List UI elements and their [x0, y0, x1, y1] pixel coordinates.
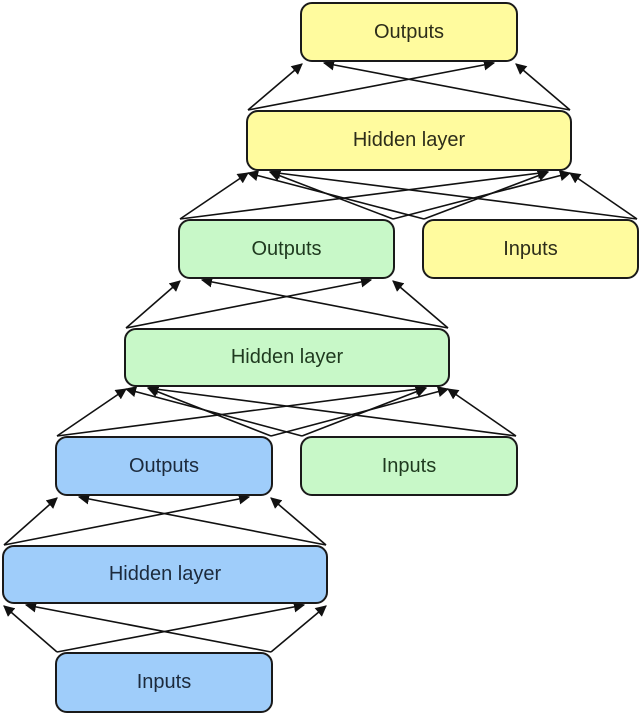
- edge-arrow-blue-hidden-to-blue-outputs-0: [3, 497, 58, 546]
- edge-arrow-green-outputs-to-yellow-hidden-0: [179, 172, 249, 220]
- blue-outputs-node: Outputs: [55, 436, 273, 496]
- green-inputs-label: Inputs: [381, 454, 437, 477]
- edge-arrow-green-hidden-to-green-outputs-2: [200, 276, 449, 329]
- edge-arrow-blue-hidden-to-blue-outputs-1: [3, 493, 251, 546]
- edge-arrow-yellow-hidden-to-yellow-outputs-2: [322, 59, 571, 111]
- edge-arrow-green-inputs-to-green-hidden-1: [301, 386, 428, 437]
- blue-outputs-label: Outputs: [128, 454, 200, 477]
- green-hidden-layer-node: Hidden layer: [124, 328, 450, 387]
- edge-arrow-blue-inputs-to-blue-hidden-0: [3, 605, 58, 653]
- yellow-outputs-node: Outputs: [300, 2, 518, 62]
- yellow-inputs-label: Inputs: [503, 237, 558, 260]
- edge-arrow-green-outputs-to-yellow-hidden-1: [179, 167, 550, 220]
- edge-arrow-blue-outputs-to-green-hidden-0: [56, 388, 127, 437]
- edge-arrow-blue-inputs-to-blue-hidden-3: [270, 605, 327, 653]
- edge-arrow-blue-outputs-to-green-hidden-1: [56, 383, 428, 437]
- yellow-hidden-layer-node: Hidden layer: [246, 110, 572, 171]
- edge-arrow-yellow-hidden-to-yellow-outputs-0: [247, 63, 303, 111]
- edge-arrow-blue-hidden-to-blue-outputs-2: [77, 493, 327, 546]
- green-outputs-node: Outputs: [178, 219, 395, 279]
- edge-arrow-blue-hidden-to-blue-outputs-3: [270, 497, 327, 546]
- edge-arrow-green-hidden-to-green-outputs-3: [392, 280, 449, 329]
- edge-arrow-yellow-inputs-to-yellow-hidden-3: [569, 172, 638, 220]
- blue-inputs-label: Inputs: [136, 671, 192, 693]
- edge-arrow-blue-inputs-to-blue-hidden-1: [56, 601, 306, 653]
- blue-hidden-label: Hidden layer: [108, 563, 222, 585]
- yellow-inputs-node: Inputs: [422, 219, 639, 279]
- edge-arrow-yellow-hidden-to-yellow-outputs-3: [515, 63, 571, 111]
- edge-arrow-green-hidden-to-green-outputs-1: [125, 276, 373, 329]
- edge-arrow-yellow-hidden-to-yellow-outputs-1: [247, 59, 496, 111]
- edge-arrow-yellow-inputs-to-yellow-hidden-2: [268, 167, 638, 220]
- edge-arrow-green-inputs-to-green-hidden-2: [146, 383, 517, 437]
- edge-arrow-green-inputs-to-green-hidden-3: [447, 388, 517, 437]
- blue-hidden-layer-node: Hidden layer: [2, 545, 328, 604]
- blue-inputs-node: Inputs: [55, 652, 273, 713]
- edge-arrow-green-hidden-to-green-outputs-0: [125, 280, 181, 329]
- green-hidden-label: Hidden layer: [230, 346, 344, 368]
- green-inputs-node: Inputs: [300, 436, 518, 496]
- yellow-outputs-label: Outputs: [373, 20, 445, 43]
- green-outputs-label: Outputs: [251, 237, 322, 260]
- edge-arrow-yellow-inputs-to-yellow-hidden-1: [423, 170, 550, 220]
- edge-arrow-green-inputs-to-green-hidden-0: [124, 386, 303, 437]
- edge-arrow-yellow-inputs-to-yellow-hidden-0: [246, 170, 425, 220]
- yellow-hidden-label: Hidden layer: [352, 129, 466, 151]
- edge-arrow-blue-inputs-to-blue-hidden-2: [24, 601, 272, 653]
